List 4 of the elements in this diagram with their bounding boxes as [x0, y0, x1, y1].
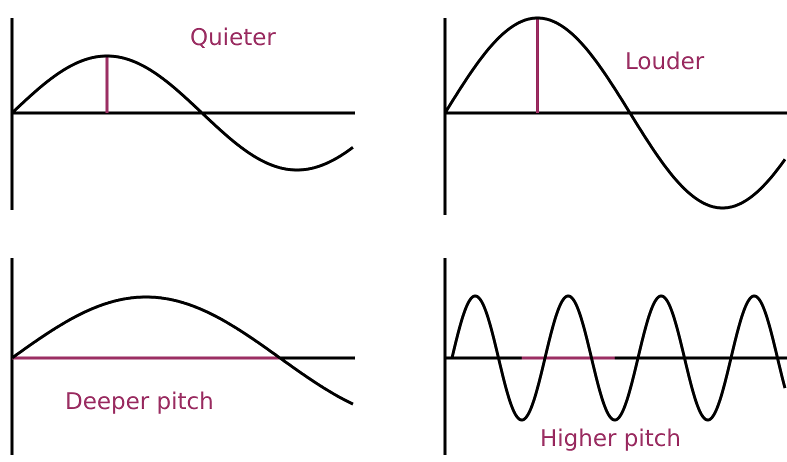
wave-caption: Deeper pitch [65, 390, 214, 416]
wave-caption: Quieter [190, 26, 276, 52]
wave-caption: Higher pitch [540, 427, 682, 452]
wave-caption: Louder [625, 50, 704, 76]
